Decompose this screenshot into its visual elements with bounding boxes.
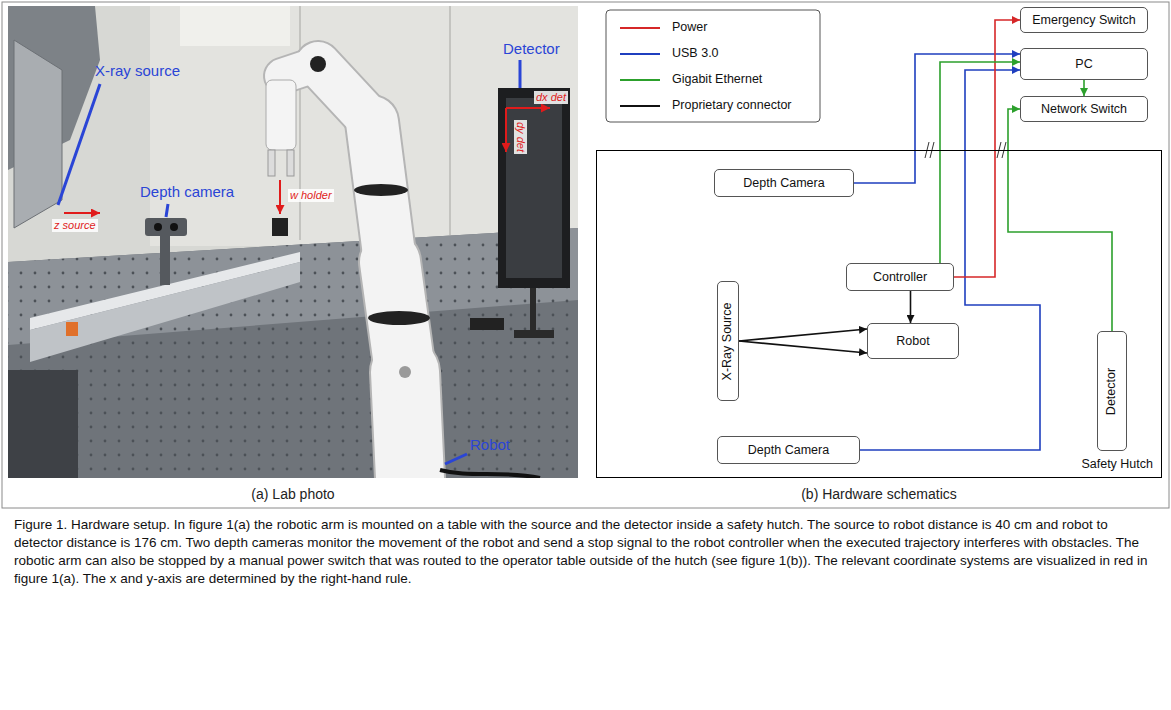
illustration-part [66,322,78,336]
illustration-part [505,108,507,152]
illustration-part [279,180,281,214]
illustration-part [506,98,562,278]
node-label: Emergency Switch [1032,13,1136,28]
illustration-part [170,223,178,231]
illustration-part [310,56,326,72]
illustration-part [299,6,301,240]
illustration-part [266,80,296,150]
node-label: PC [1075,57,1092,72]
connector [739,341,867,353]
part-label: Detector [503,40,560,58]
illustration-part [14,40,62,228]
device-box: Controller [846,263,954,291]
illustration-part [160,236,170,285]
illustration-part [498,88,570,288]
illustration-part [514,330,554,338]
legend-swatch [620,105,660,107]
connector [910,291,912,323]
connector [739,329,867,341]
node-label: Safety Hutch [1081,457,1153,472]
connector [860,70,1040,450]
node-label: Depth Camera [748,443,829,458]
illustration-part [440,470,540,478]
enclosure-box: Safety HutchDepth CameraControllerX-Ray … [596,150,1162,478]
illustration-part [166,204,168,217]
illustration-part [287,150,294,176]
illustration-part [268,150,275,176]
legend-swatch [620,79,660,81]
illustration-part [449,6,451,235]
figure-caption: Figure 1. Hardware setup. In figure 1(a)… [14,516,1157,588]
subfigure-caption: (a) Lab photo [251,486,334,503]
illustration-part [8,228,578,478]
illustration-part [470,318,504,330]
legend-box [606,10,820,122]
illustration-part [399,366,411,378]
device-box: Depth Camera [714,169,854,197]
device-box: Detector [1097,331,1127,451]
lab-photo [8,6,578,478]
leader-lines [58,60,520,464]
device-box: Emergency Switch [1020,7,1148,33]
device-box: PC [1020,48,1148,80]
node-label: Robot [896,334,929,349]
axis-label: w holder [288,189,334,202]
node-label: X-Ray Source [721,302,736,380]
illustration-part [8,370,78,478]
illustration-part [368,311,430,325]
axis-label: z source [52,219,98,232]
figure-frame [2,2,1169,508]
part-label: Robot [470,436,510,454]
legend-label: Gigabit Ethernet [672,72,762,87]
illustration-part [154,223,162,231]
illustration-part [8,6,578,478]
illustration-part [145,218,187,236]
illustration-part [445,454,467,464]
illustration-part [58,84,100,205]
illustration-part [282,64,410,478]
illustration-part [530,285,536,335]
axis-label: dx det [534,91,568,104]
device-box: X-Ray Source [717,281,739,401]
illustration-part [282,64,410,478]
legend-label: Power [672,20,707,35]
part-label: X-ray source [95,62,180,80]
legend-label: Proprietary connector [672,98,792,113]
node-label: Controller [873,270,927,285]
legend-swatch [620,27,660,29]
illustration-part [180,6,290,46]
device-box: Robot [867,323,959,359]
axis-label: dy det [514,120,527,154]
illustration-part [354,184,408,196]
illustration-part [272,218,288,236]
coordinate-arrows [64,108,550,214]
device-box: Depth Camera [717,436,860,464]
illustration-part [64,212,100,214]
device-box: Network Switch [1020,96,1148,122]
legend-swatch [620,53,660,55]
node-label: Detector [1105,367,1120,414]
legend-swatches [620,28,660,106]
node-label: Depth Camera [743,176,824,191]
connector [1008,109,1112,331]
connector [954,20,1020,277]
illustration-part [8,228,578,478]
part-label: Depth camera [140,183,234,201]
subfigure-caption: (b) Hardware schematics [801,486,957,503]
connector [1083,80,1085,96]
node-label: Network Switch [1041,102,1127,117]
illustration-part [519,60,522,88]
legend-label: USB 3.0 [672,46,719,61]
illustration-part [506,107,550,109]
